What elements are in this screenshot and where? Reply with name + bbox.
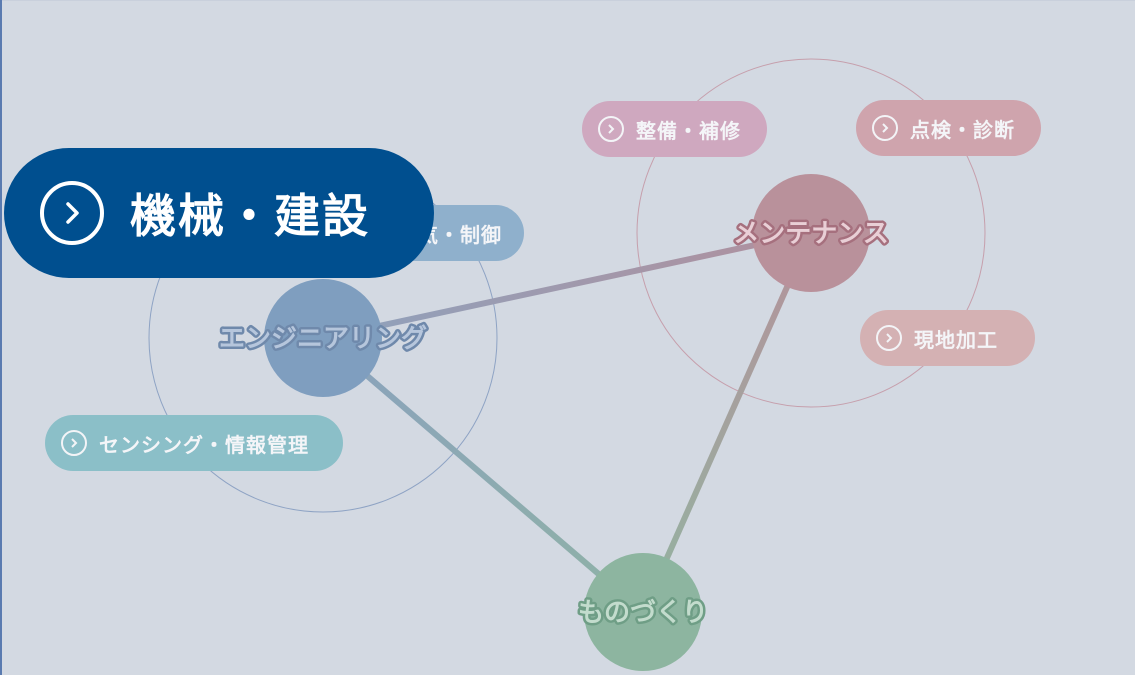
maintenance-ring bbox=[636, 58, 986, 408]
chevron-right-icon bbox=[598, 116, 624, 142]
pill-onsite-processing[interactable]: 現地加工 bbox=[860, 310, 1035, 366]
pill-machinery-construction-label: 機械・建設 bbox=[130, 189, 370, 243]
pill-inspection-label: 点検・診断 bbox=[910, 117, 1015, 142]
link-engineering-maintenance bbox=[322, 230, 812, 341]
hub-maintenance-circle bbox=[752, 174, 870, 292]
hub-maintenance-label: メンテナンス bbox=[733, 219, 888, 249]
pill-repair[interactable]: 整備・補修 bbox=[582, 101, 767, 157]
hub-manufacturing-circle bbox=[584, 553, 702, 671]
hub-engineering[interactable]: エンジニアリング bbox=[216, 279, 430, 397]
link-engineering-manufacturing bbox=[321, 335, 645, 615]
frame-top-border bbox=[0, 0, 1135, 1]
pill-repair-label: 整備・補修 bbox=[636, 118, 741, 143]
chevron-right-icon bbox=[61, 430, 87, 456]
hub-manufacturing[interactable]: ものづくり bbox=[575, 553, 711, 671]
hub-engineering-circle bbox=[264, 279, 382, 397]
hub-manufacturing-label: ものづくり bbox=[578, 598, 708, 628]
chevron-right-icon bbox=[872, 115, 898, 141]
hub-engineering-label: エンジニアリング bbox=[219, 324, 427, 354]
pill-sensing-info-label: センシング・情報管理 bbox=[99, 432, 309, 457]
pill-sensing-info[interactable]: センシング・情報管理 bbox=[45, 415, 343, 471]
pill-onsite-processing-label: 現地加工 bbox=[914, 327, 998, 352]
hub-maintenance[interactable]: メンテナンス bbox=[731, 174, 891, 292]
link-maintenance-manufacturing bbox=[640, 231, 814, 614]
chevron-right-icon bbox=[876, 325, 902, 351]
frame-left-border bbox=[0, 0, 2, 675]
chevron-right-icon bbox=[40, 181, 104, 245]
pill-machinery-construction[interactable]: 機械・建設 bbox=[4, 148, 434, 278]
pill-inspection[interactable]: 点検・診断 bbox=[856, 100, 1041, 156]
